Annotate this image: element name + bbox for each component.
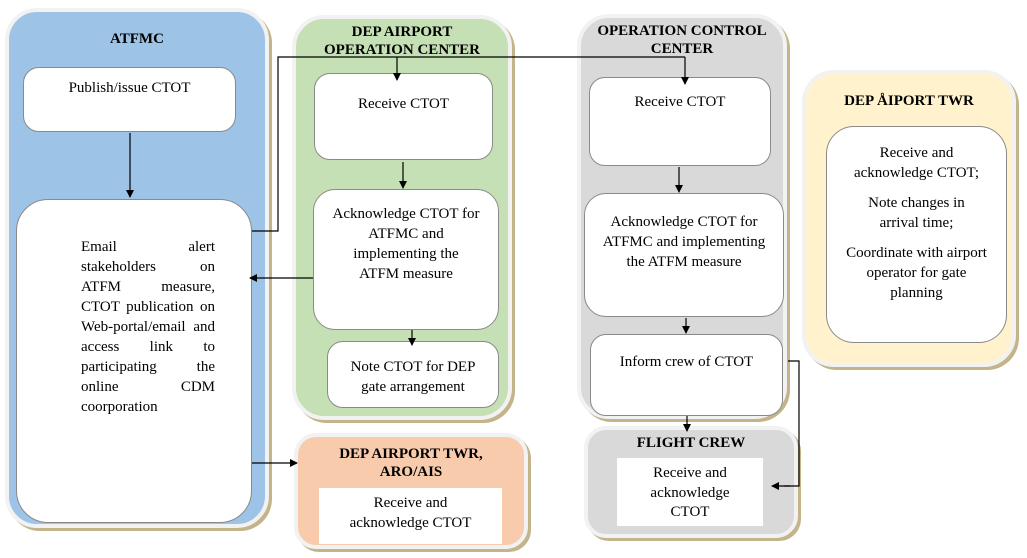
lane-title-flight-crew: FLIGHT CREW [636, 435, 746, 451]
lane-title-dep-airport-twr-aro-ais: DEP AIRPORT TWR, ARO/AIS [339, 446, 483, 480]
step-flight-crew-receive-acknowledge: Receive and acknowledge CTOT [617, 458, 763, 526]
lane-title-dep-airport-operation-center: DEP AIRPORT OPERATION CENTER [324, 24, 480, 58]
step-occ-inform-crew: Inform crew of CTOT [590, 334, 783, 416]
step-doc-receive-ctot: Receive CTOT [314, 73, 493, 160]
lane-title-operation-control-center: OPERATION CONTROL CENTER [597, 23, 767, 57]
lane-title-atfmc: ATFMC [110, 31, 164, 47]
lane-title-dep-aiport-twr: DEP ÅIPORT TWR [844, 93, 974, 109]
step-email-alert-stakeholders: Email alert stakeholders on ATFM measure… [16, 199, 252, 523]
step-twr-aro-receive-acknowledge: Receive and acknowledge CTOT [319, 488, 502, 544]
step-occ-receive-ctot: Receive CTOT [589, 77, 771, 166]
task-coordinate-gate-planning: Coordinate with airport operator for gat… [846, 245, 987, 301]
task-receive-acknowledge: Receive and acknowledge CTOT; [853, 145, 980, 181]
step-occ-acknowledge-ctot: Acknowledge CTOT for ATFMC and implement… [584, 193, 784, 317]
task-note-changes: Note changes in arrival time; [868, 195, 965, 231]
step-dep-aiport-twr-tasks: Receive and acknowledge CTOT; Note chang… [826, 126, 1007, 343]
step-doc-acknowledge-ctot: Acknowledge CTOT for ATFMC and implement… [313, 189, 499, 330]
step-publish-issue-ctot: Publish/issue CTOT [23, 67, 236, 132]
step-doc-note-ctot-gate: Note CTOT for DEP gate arrangement [327, 341, 499, 408]
